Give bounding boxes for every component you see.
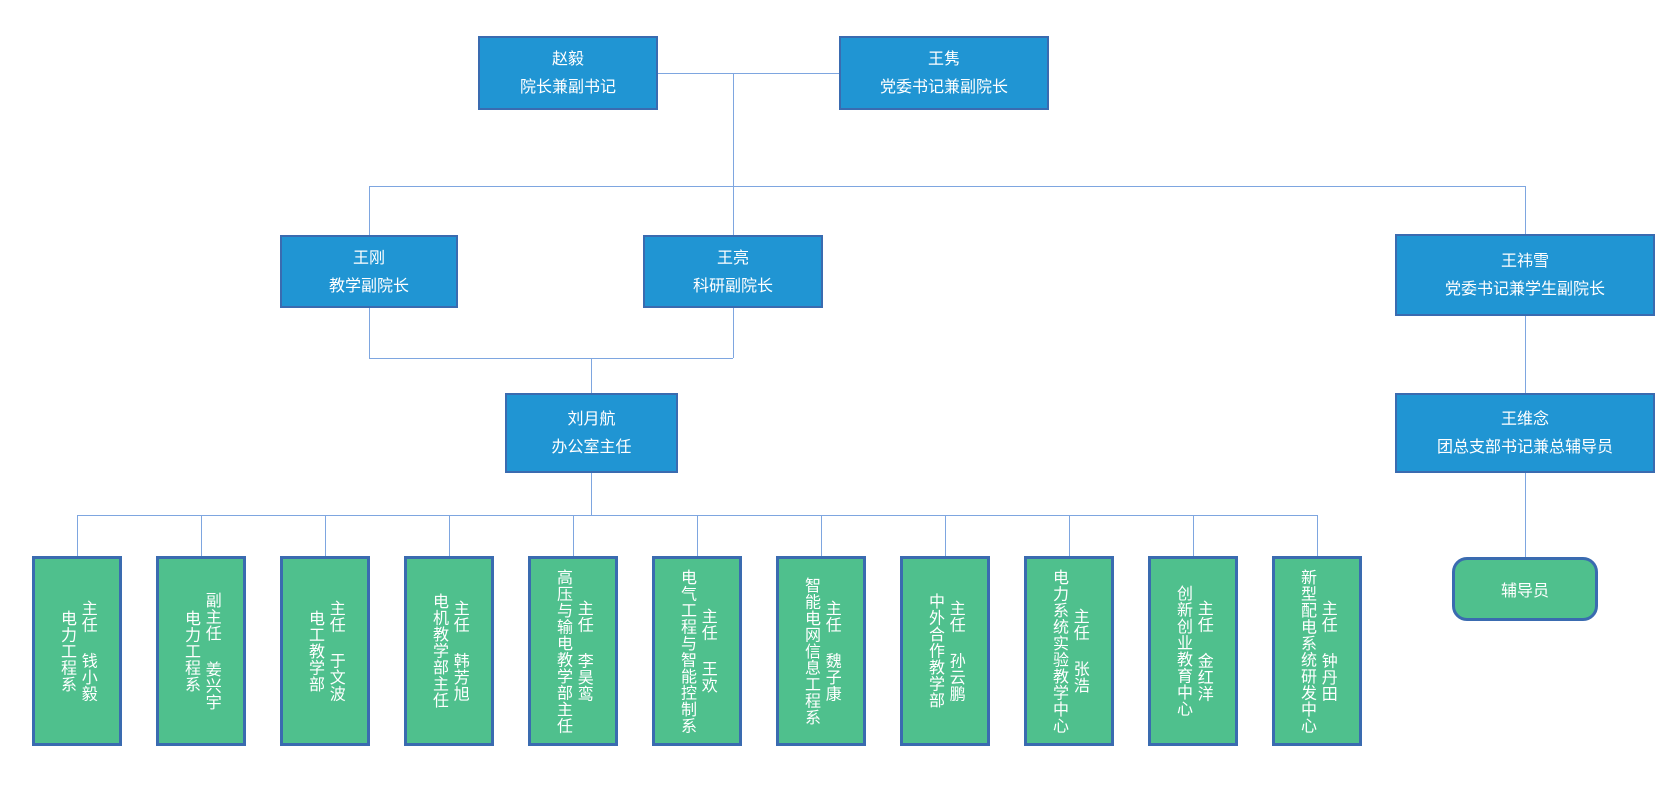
dept-node-6[interactable]: 电气工程与智能控制系 主任 王欢 [652, 556, 742, 746]
connector [369, 186, 371, 235]
org-node-league-secretary[interactable]: 王维念 团总支部书记兼总辅导员 [1395, 393, 1655, 473]
connector [945, 515, 947, 556]
dept-leader: 主任 钱小毅 [78, 600, 98, 702]
dept-node-4[interactable]: 电机教学部主任 主任 韩芳旭 [404, 556, 494, 746]
connector [201, 515, 203, 556]
dept-name: 电力工程系 [182, 609, 201, 693]
connector [1525, 186, 1527, 234]
connector [697, 515, 699, 556]
dept-leader: 主任 于文波 [326, 600, 346, 702]
dept-name: 中外合作教学部 [926, 593, 945, 709]
person-name: 王亮 [716, 247, 749, 267]
connector [1317, 515, 1319, 556]
dept-node-11[interactable]: 新型配电系统研发中心 主任 钟丹田 [1272, 556, 1362, 746]
connector [733, 308, 735, 358]
person-name: 王祎雪 [1500, 251, 1549, 270]
dept-leader: 主任 李昊鸾 [574, 600, 594, 702]
person-title: 院长兼副书记 [519, 77, 616, 96]
dept-node-2[interactable]: 电力工程系 副主任 姜兴宇 [156, 556, 246, 746]
connector [1069, 515, 1071, 556]
person-name: 刘月航 [567, 409, 616, 428]
dept-node-3[interactable]: 电工教学部 主任 于文波 [280, 556, 370, 746]
person-title: 团总支部书记兼总辅导员 [1436, 437, 1613, 456]
dept-node-9[interactable]: 电力系统实验教学中心 主任 张浩 [1024, 556, 1114, 746]
connector [658, 73, 839, 75]
connector [821, 515, 823, 556]
dept-leader: 主任 韩芳旭 [450, 600, 470, 702]
connector [591, 473, 593, 515]
dept-name: 电力系统实验教学中心 [1050, 568, 1069, 734]
connector [369, 358, 733, 360]
dept-node-5[interactable]: 高压与输电教学部主任 主任 李昊鸾 [528, 556, 618, 746]
dept-name: 电气工程与智能控制系 [678, 568, 697, 734]
connector [77, 515, 79, 556]
org-node-student-vice-dean[interactable]: 王祎雪 党委书记兼学生副院长 [1395, 234, 1655, 316]
dept-name: 智能电网信息工程系 [802, 576, 821, 726]
connector [449, 515, 451, 556]
counselor-label: 辅导员 [1500, 581, 1549, 600]
connector [325, 515, 327, 556]
person-title: 党委书记兼学生副院长 [1444, 279, 1605, 298]
dept-name: 电力工程系 [58, 609, 77, 693]
connector [573, 515, 575, 556]
connector [733, 73, 735, 235]
connector [369, 308, 371, 358]
org-node-dean[interactable]: 赵毅 院长兼副书记 [478, 36, 658, 110]
dept-leader: 主任 王欢 [698, 608, 718, 694]
person-title: 科研副院长 [692, 275, 773, 295]
connector [369, 186, 1525, 188]
dept-name: 创新创业教育中心 [1174, 585, 1193, 717]
org-node-counselor[interactable]: 辅导员 [1452, 557, 1598, 621]
person-title: 党委书记兼副院长 [879, 77, 1008, 96]
connector [1525, 316, 1527, 393]
person-name: 赵毅 [551, 49, 584, 68]
dept-node-1[interactable]: 电力工程系 主任 钱小毅 [32, 556, 122, 746]
connector [1193, 515, 1195, 556]
person-title: 教学副院长 [328, 275, 409, 295]
dept-name: 新型配电系统研发中心 [1298, 568, 1317, 734]
dept-leader: 副主任 姜兴宇 [202, 591, 222, 711]
dept-leader: 主任 金红洋 [1194, 600, 1214, 702]
connector [591, 358, 593, 393]
person-name: 王刚 [352, 247, 385, 267]
dept-node-7[interactable]: 智能电网信息工程系 主任 魏子康 [776, 556, 866, 746]
person-name: 王维念 [1500, 409, 1549, 428]
person-title: 办公室主任 [551, 437, 632, 456]
org-node-party-secretary[interactable]: 王隽 党委书记兼副院长 [839, 36, 1049, 110]
dept-node-8[interactable]: 中外合作教学部 主任 孙云鹏 [900, 556, 990, 746]
dept-name: 电工教学部 [306, 609, 325, 693]
dept-leader: 主任 钟丹田 [1318, 600, 1338, 702]
org-node-research-vice-dean[interactable]: 王亮 科研副院长 [643, 235, 823, 308]
org-node-teaching-vice-dean[interactable]: 王刚 教学副院长 [280, 235, 458, 308]
dept-name: 电机教学部主任 [430, 593, 449, 709]
connector [1525, 473, 1527, 557]
org-node-office-director[interactable]: 刘月航 办公室主任 [505, 393, 678, 473]
dept-name: 高压与输电教学部主任 [554, 568, 573, 734]
dept-leader: 主任 孙云鹏 [946, 600, 966, 702]
dept-leader: 主任 魏子康 [822, 600, 842, 702]
person-name: 王隽 [927, 49, 960, 68]
dept-leader: 主任 张浩 [1070, 608, 1090, 694]
dept-node-10[interactable]: 创新创业教育中心 主任 金红洋 [1148, 556, 1238, 746]
